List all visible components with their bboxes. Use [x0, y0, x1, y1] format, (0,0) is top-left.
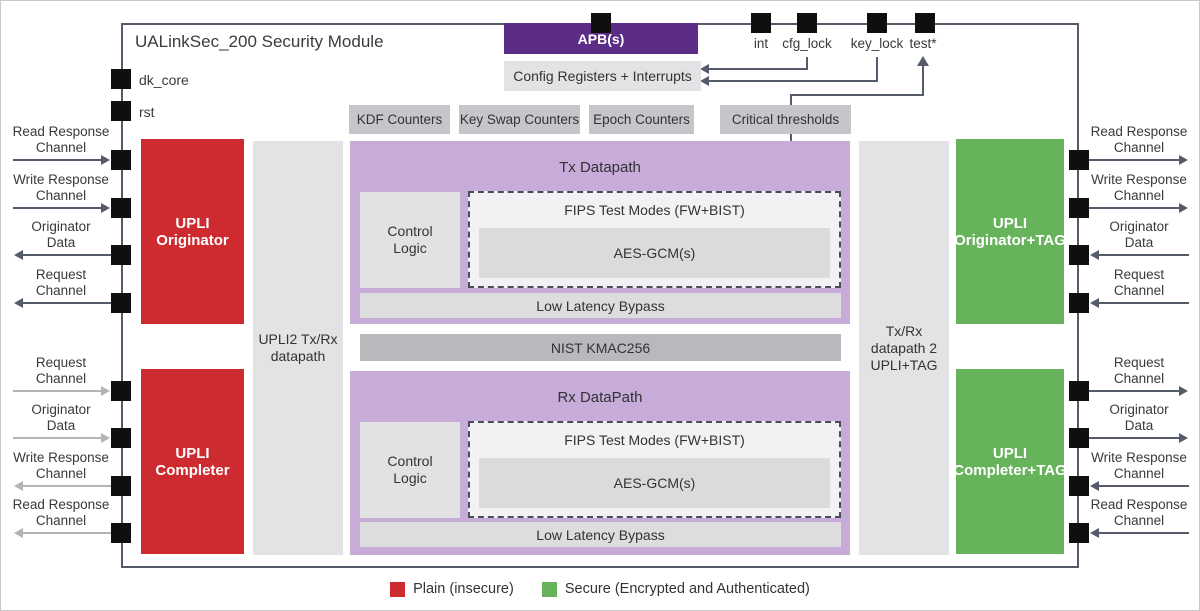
io-right-arrow-in-7: [1090, 528, 1189, 538]
io-left-arrow-out-7: [14, 528, 121, 538]
io-left-arrow-out-3: [14, 298, 121, 308]
io-right-port-square-1: [1069, 198, 1089, 218]
key-lock-wire-vertical: [876, 57, 878, 82]
io-right-label-originator-data: Originator Data: [1109, 219, 1169, 250]
io-left-arrow-out-6: [14, 481, 121, 491]
io-right-port-square-6: [1069, 476, 1089, 496]
critical-thresholds-block: Critical thresholds: [720, 105, 851, 134]
upli-originator-block: UPLI Originator: [141, 139, 244, 324]
io-left-label-originator-data-2: Originator Data: [31, 402, 91, 433]
kdf-counters-block: KDF Counters: [349, 105, 450, 134]
upli-completer-tag-block: UPLI Completer+TAG: [953, 369, 1067, 554]
pin-label-rst: rst: [139, 104, 155, 120]
rx-fips-test-modes-label: FIPS Test Modes (FW+BIST): [564, 432, 745, 448]
legend: Plain (insecure) Secure (Encrypted and A…: [1, 581, 1199, 597]
io-right-port-square-4: [1069, 381, 1089, 401]
test-wire-arrowhead-up: [917, 56, 929, 66]
io-right-label-request-2: Request Channel: [1113, 355, 1165, 386]
key-swap-counters-block: Key Swap Counters: [459, 105, 580, 134]
legend-plain-label: Plain (insecure): [413, 581, 514, 597]
critical-wire-up-segment: [790, 94, 792, 106]
io-left-port-square-3: [111, 293, 131, 313]
io-right-label-read-response: Read Response Channel: [1090, 124, 1188, 155]
io-left-label-write-response-2: Write Response Channel: [13, 450, 109, 481]
io-right-arrow-in-2: [1090, 250, 1189, 260]
io-right-label-write-response: Write Response Channel: [1091, 172, 1187, 203]
io-right-arrow-out-1: [1089, 203, 1188, 213]
io-left-port-square-5: [111, 428, 131, 448]
legend-item-secure: Secure (Encrypted and Authenticated): [541, 581, 810, 597]
io-left-port-square-2: [111, 245, 131, 265]
io-left-arrow-in-4: [13, 386, 110, 396]
io-right-port-square-2: [1069, 245, 1089, 265]
io-right-arrow-in-6: [1090, 481, 1189, 491]
io-left-label-request-2: Request Channel: [35, 355, 87, 386]
tx-fips-test-modes-label: FIPS Test Modes (FW+BIST): [564, 202, 745, 218]
io-right-label-write-response-2: Write Response Channel: [1091, 450, 1187, 481]
io-left-port-square-1: [111, 198, 131, 218]
cfg-lock-port-square: [797, 13, 817, 33]
key-lock-port-square: [867, 13, 887, 33]
io-right-label-originator-data-2: Originator Data: [1109, 402, 1169, 433]
io-left-port-square-6: [111, 476, 131, 496]
io-left-label-request: Request Channel: [35, 267, 87, 298]
tx-aes-gcm-block: AES-GCM(s): [479, 228, 830, 278]
cfg-lock-wire-arrow: [700, 64, 807, 74]
key-lock-wire-arrow: [700, 76, 877, 86]
upli-originator-tag-block: UPLI Originator+TAG: [954, 139, 1066, 324]
io-left-label-originator-data: Originator Data: [31, 219, 91, 250]
pin-label-cfg-lock: cfg_lock: [782, 36, 832, 51]
upli2-datapath-block: UPLI2 Tx/Rx datapath: [253, 141, 343, 555]
io-left-port-square-4: [111, 381, 131, 401]
rx-low-latency-bypass-block: Low Latency Bypass: [360, 522, 841, 547]
io-right-port-square-0: [1069, 150, 1089, 170]
int-port-square: [751, 13, 771, 33]
io-right-arrow-out-0: [1089, 155, 1188, 165]
io-left-arrow-in-1: [13, 203, 110, 213]
rst-port-square: [111, 101, 131, 121]
pin-label-key-lock: key_lock: [850, 36, 904, 51]
plain-color-swatch: [390, 581, 406, 597]
io-left-port-square-7: [111, 523, 131, 543]
io-right-label-read-response-2: Read Response Channel: [1090, 497, 1188, 528]
io-left-arrow-in-5: [13, 433, 110, 443]
io-left-arrow-in-0: [13, 155, 110, 165]
legend-secure-label: Secure (Encrypted and Authenticated): [564, 581, 810, 597]
test-wire-vertical: [922, 64, 924, 95]
io-right-port-square-5: [1069, 428, 1089, 448]
rx-datapath-title: Rx DataPath: [557, 389, 643, 406]
io-left-label-read-response-2: Read Response Channel: [12, 497, 110, 528]
epoch-counters-block: Epoch Counters: [589, 105, 694, 134]
module-title: UALinkSec_200 Security Module: [135, 32, 384, 51]
rx-aes-gcm-block: AES-GCM(s): [479, 458, 830, 508]
tx-low-latency-bypass-block: Low Latency Bypass: [360, 293, 841, 318]
io-left-label-write-response: Write Response Channel: [13, 172, 109, 203]
upli-completer-block: UPLI Completer: [141, 369, 244, 554]
tx-control-logic-block: Control Logic: [360, 192, 460, 288]
legend-item-plain: Plain (insecure): [390, 581, 514, 597]
io-right-arrow-out-5: [1089, 433, 1188, 443]
io-left-port-square-0: [111, 150, 131, 170]
apb-port-square: [591, 13, 611, 33]
pin-label-test: test*: [909, 36, 937, 51]
tx-datapath-title: Tx Datapath: [559, 159, 641, 176]
io-left-arrow-out-2: [14, 250, 121, 260]
rx-control-logic-block: Control Logic: [360, 422, 460, 518]
pin-label-dk-core: dk_core: [139, 72, 189, 88]
cfg-lock-wire-vertical: [806, 57, 808, 70]
secure-color-swatch: [541, 581, 557, 597]
test-port-square: [915, 13, 935, 33]
dk-core-port-square: [111, 69, 131, 89]
io-right-port-square-3: [1069, 293, 1089, 313]
io-right-arrow-out-4: [1089, 386, 1188, 396]
io-right-port-square-7: [1069, 523, 1089, 543]
txrx-datapath2-block: Tx/Rx datapath 2 UPLI+TAG: [859, 141, 949, 555]
test-wire-horizontal: [790, 94, 924, 96]
pin-label-int: int: [753, 36, 769, 51]
io-right-label-request: Request Channel: [1113, 267, 1165, 298]
io-right-arrow-in-3: [1090, 298, 1189, 308]
nist-kmac-block: NIST KMAC256: [360, 334, 841, 361]
config-registers-block: Config Registers + Interrupts: [504, 61, 701, 91]
io-left-label-read-response: Read Response Channel: [12, 124, 110, 155]
